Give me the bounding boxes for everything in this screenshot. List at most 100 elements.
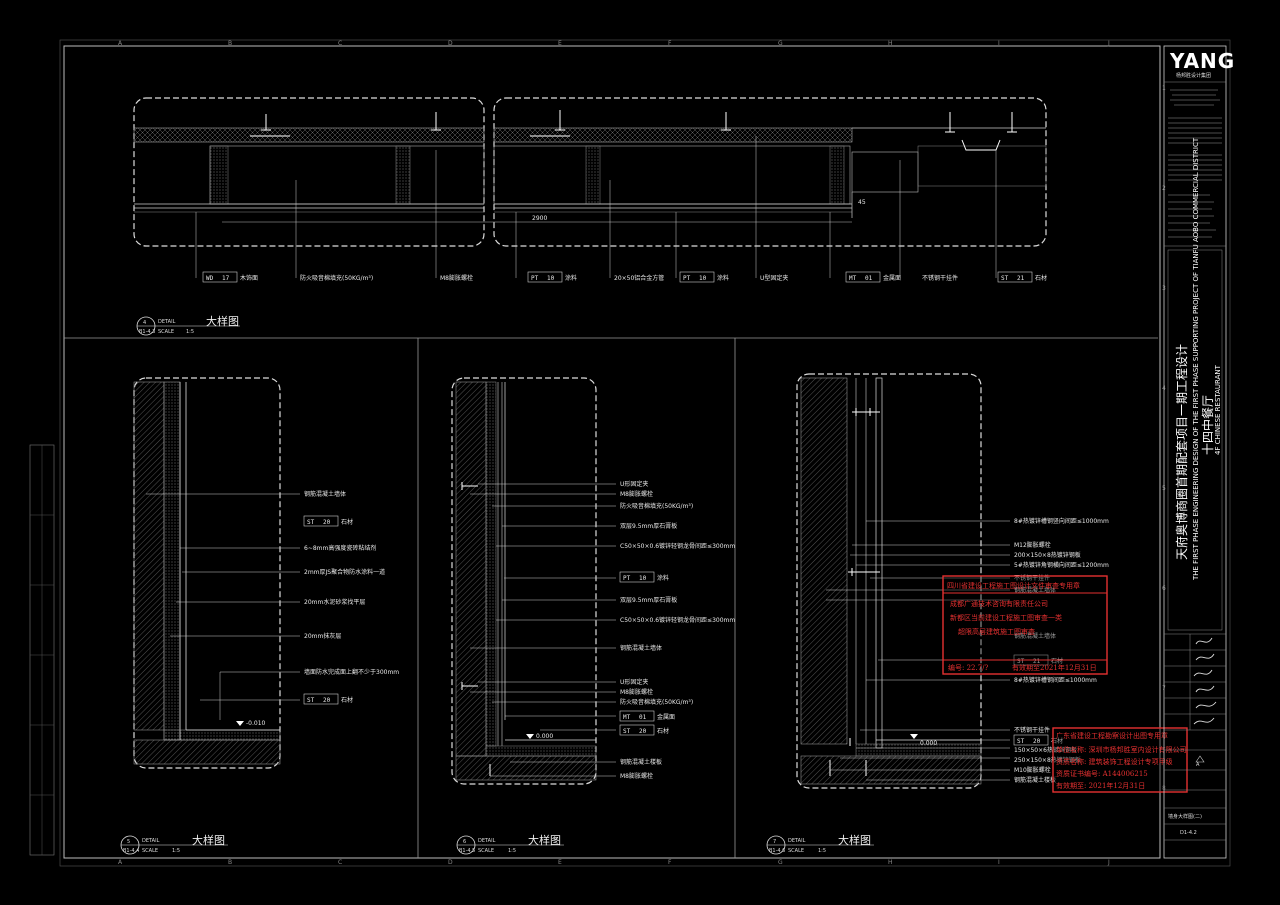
grid-col: G bbox=[778, 859, 783, 866]
svg-text:150×50×6热镀锌钢板: 150×50×6热镀锌钢板 bbox=[1014, 746, 1077, 754]
callout-text: 金属面 bbox=[883, 274, 901, 282]
svg-text:01: 01 bbox=[639, 714, 647, 721]
grid-col: B bbox=[228, 40, 232, 47]
callout-text: 不锈钢干挂件 bbox=[922, 274, 958, 282]
svg-text:ST: ST bbox=[1017, 658, 1025, 665]
sub-title-cn: 十四中餐厅 bbox=[1200, 395, 1215, 455]
svg-text:资质证书编号: A144006215: 资质证书编号: A144006215 bbox=[1056, 769, 1148, 778]
grid-col: F bbox=[668, 859, 672, 866]
svg-text:防火吸音棉填充(50KG/m³): 防火吸音棉填充(50KG/m³) bbox=[620, 698, 693, 706]
svg-text:M12膨胀螺栓: M12膨胀螺栓 bbox=[1014, 541, 1051, 549]
svg-text:大样图: 大样图 bbox=[838, 833, 871, 847]
detail-6-labels: U形固定夹 M8膨胀螺栓 防火吸音棉填充(50KG/m³) 双层9.5mm厚石膏… bbox=[619, 480, 735, 780]
svg-text:石材: 石材 bbox=[657, 727, 669, 735]
sheet-border bbox=[63, 45, 1161, 859]
grid-col: H bbox=[888, 40, 893, 47]
grid-col: E bbox=[558, 40, 562, 47]
svg-text:B1-4.4: B1-4.4 bbox=[123, 848, 139, 854]
svg-text:钢筋混凝土墙体: 钢筋混凝土墙体 bbox=[1014, 632, 1056, 640]
svg-text:ST: ST bbox=[307, 697, 315, 704]
grid-col: A bbox=[118, 40, 123, 47]
svg-text:新都区当前建设工程施工图审查一类: 新都区当前建设工程施工图审查一类 bbox=[950, 613, 1062, 622]
svg-text:21: 21 bbox=[1033, 658, 1041, 665]
grid-col: D bbox=[448, 40, 453, 47]
svg-text:超限高层建筑施工图审查: 超限高层建筑施工图审查 bbox=[958, 627, 1035, 636]
callout-num: 10 bbox=[699, 275, 707, 282]
svg-text:4: 4 bbox=[143, 320, 146, 326]
outer-border bbox=[59, 39, 1231, 867]
callout-num: 21 bbox=[1017, 275, 1025, 282]
project-title-en: THE FIRST PHASE ENGINEERING DESIGN OF TH… bbox=[1192, 137, 1200, 581]
svg-text:不锈钢干挂件: 不锈钢干挂件 bbox=[1014, 726, 1050, 734]
grid-col: C bbox=[338, 859, 342, 866]
callout-text: 涂料 bbox=[717, 274, 729, 282]
project-title-cn: 天府奥博商圈首期配套项目一期工程设计 bbox=[1174, 344, 1189, 560]
svg-text:钢筋混凝土墙体: 钢筋混凝土墙体 bbox=[1014, 586, 1056, 594]
svg-text:200×150×8热镀锌钢板: 200×150×8热镀锌钢板 bbox=[1014, 551, 1081, 559]
callout-text: M8膨胀螺栓 bbox=[440, 274, 473, 282]
callout-num: 17 bbox=[222, 275, 230, 282]
svg-text:ST: ST bbox=[307, 519, 315, 526]
detail-4-title: 4 B1-4.3 DETAIL SCALE 1:5 大样图 bbox=[136, 314, 240, 336]
svg-text:大样图: 大样图 bbox=[206, 314, 239, 328]
svg-text:防火吸音棉填充(50KG/m³): 防火吸音棉填充(50KG/m³) bbox=[620, 502, 693, 510]
callout-text: 石材 bbox=[1035, 274, 1047, 282]
grid-col: G bbox=[778, 40, 783, 47]
svg-text:B1-4.6: B1-4.6 bbox=[769, 848, 785, 854]
svg-text:C50×50×0.6镀锌轻钢龙骨间距≤300mm: C50×50×0.6镀锌轻钢龙骨间距≤300mm bbox=[620, 542, 735, 550]
dim-45: 45 bbox=[858, 199, 866, 206]
grid-col: F bbox=[668, 40, 672, 47]
callout-code: PT bbox=[531, 275, 539, 282]
svg-text:1:5: 1:5 bbox=[186, 329, 194, 335]
svg-text:单位名称: 深圳市杨邦胜室内设计有限公司: 单位名称: 深圳市杨邦胜室内设计有限公司 bbox=[1056, 745, 1187, 754]
detail-6-drawing: 0.000 bbox=[451, 377, 597, 785]
svg-text:石材: 石材 bbox=[1051, 737, 1063, 745]
company-name: 杨邦胜设计集团 bbox=[1176, 72, 1211, 79]
grid-col: E bbox=[558, 859, 562, 866]
detail-4-drawing: 2900 45 bbox=[133, 97, 1047, 247]
svg-text:石材: 石材 bbox=[341, 696, 353, 704]
grid-col-labels-top: A B C D E F G H I J bbox=[118, 40, 1110, 47]
svg-text:钢筋混凝土墙体: 钢筋混凝土墙体 bbox=[620, 644, 662, 652]
svg-text:金属面: 金属面 bbox=[657, 713, 675, 721]
svg-text:成都广通技术咨询有限责任公司: 成都广通技术咨询有限责任公司 bbox=[950, 599, 1048, 608]
svg-text:有效期至2021年12月31日: 有效期至2021年12月31日 bbox=[1012, 663, 1097, 672]
svg-text:编号: 22.7/?: 编号: 22.7/? bbox=[948, 663, 989, 672]
svg-text:石材: 石材 bbox=[1051, 657, 1063, 665]
svg-text:M8膨胀螺栓: M8膨胀螺栓 bbox=[620, 490, 653, 498]
detail-4-callouts bbox=[195, 136, 997, 278]
svg-text:1:5: 1:5 bbox=[818, 848, 826, 854]
svg-text:M8膨胀螺栓: M8膨胀螺栓 bbox=[620, 772, 653, 780]
svg-text:ST: ST bbox=[623, 728, 631, 735]
dim-2900: 2900 bbox=[532, 215, 547, 222]
svg-text:20: 20 bbox=[323, 697, 331, 704]
design-stamp: 广东省建设工程勘察设计出图专用章 单位名称: 深圳市杨邦胜室内设计有限公司 资质… bbox=[1052, 727, 1188, 793]
svg-text:涂料: 涂料 bbox=[657, 574, 669, 582]
svg-text:钢筋混凝土楼板: 钢筋混凝土楼板 bbox=[1014, 776, 1056, 784]
detail-7-callouts bbox=[826, 520, 1010, 781]
callout-code: WD bbox=[206, 275, 214, 282]
svg-text:20: 20 bbox=[1033, 738, 1041, 745]
callout-code: MT bbox=[849, 275, 857, 282]
svg-text:M8膨胀螺栓: M8膨胀螺栓 bbox=[620, 688, 653, 696]
level-mark: 0.000 bbox=[920, 740, 937, 747]
svg-text:ST: ST bbox=[1017, 738, 1025, 745]
svg-text:钢筋混凝土楼板: 钢筋混凝土楼板 bbox=[620, 758, 662, 766]
svg-text:7: 7 bbox=[773, 839, 776, 845]
callout-text: 涂料 bbox=[565, 274, 577, 282]
detail-7-labels: 8#热镀锌槽钢竖向间距≤1000mm M12膨胀螺栓 200×150×8热镀锌钢… bbox=[1013, 517, 1109, 784]
svg-text:2mm厚JS聚合物防水涂料一道: 2mm厚JS聚合物防水涂料一道 bbox=[304, 568, 385, 576]
svg-text:PT: PT bbox=[623, 575, 631, 582]
svg-text:石材: 石材 bbox=[341, 518, 353, 526]
svg-text:大样图: 大样图 bbox=[192, 833, 225, 847]
svg-text:DETAIL: DETAIL bbox=[478, 838, 496, 844]
svg-text:250×150×8热镀锌钢板: 250×150×8热镀锌钢板 bbox=[1014, 756, 1081, 764]
svg-text:DETAIL: DETAIL bbox=[788, 838, 806, 844]
detail-5-callouts bbox=[146, 493, 300, 720]
svg-text:SCALE: SCALE bbox=[142, 848, 158, 854]
svg-text:20mm抹灰层: 20mm抹灰层 bbox=[304, 632, 341, 640]
grid-col: D bbox=[448, 859, 453, 866]
svg-text:1:5: 1:5 bbox=[172, 848, 180, 854]
drawing-number: D1-4.2 bbox=[1180, 830, 1197, 836]
svg-text:1:5: 1:5 bbox=[508, 848, 516, 854]
